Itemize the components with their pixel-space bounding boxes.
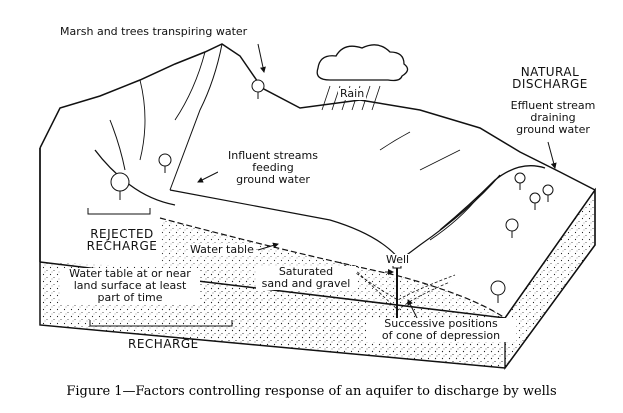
effluent-stream-label: Effluent stream draining ground water [510,99,596,136]
tree-icon [110,79,554,303]
influent-arrow [197,171,219,183]
well-label: Well [385,253,411,266]
aquifer-side-face [504,187,596,370]
marsh-label: Marsh and trees transpiring water [60,25,248,38]
cone-of-depression-label: Successive positions of cone of depressi… [366,318,516,342]
influent-streams-label: Influent streams feeding ground water [218,150,328,186]
land-surface [39,43,596,191]
water-table-near-surface-label: Water table at or near land surface at l… [60,268,200,304]
rain-cloud-icon [316,44,409,111]
influent-stream [94,149,176,206]
rejected-recharge-label: REJECTED RECHARGE [86,227,158,253]
water-table-arrow [257,242,279,251]
cone-of-depression [339,261,456,301]
figure-caption: Figure 1—Factors controlling response of… [66,384,557,399]
natural-discharge-label: NATURAL DISCHARGE [512,65,588,91]
water-table-label: Water table [188,243,256,256]
effluent-stream [439,165,546,231]
valley-edge [169,174,501,261]
saturated-sand-label: Saturated sand and gravel [256,266,356,290]
water-table-line [159,217,506,319]
rain-label: Rain [338,87,367,100]
aquifer-block-diagram [39,43,596,370]
recharge-label: RECHARGE [128,337,199,351]
recharge-bracket [89,320,233,327]
marsh-arrow [257,43,266,73]
effluent-arrow [547,141,557,169]
cone-arrow [407,299,419,321]
rejected-bracket [87,208,151,215]
